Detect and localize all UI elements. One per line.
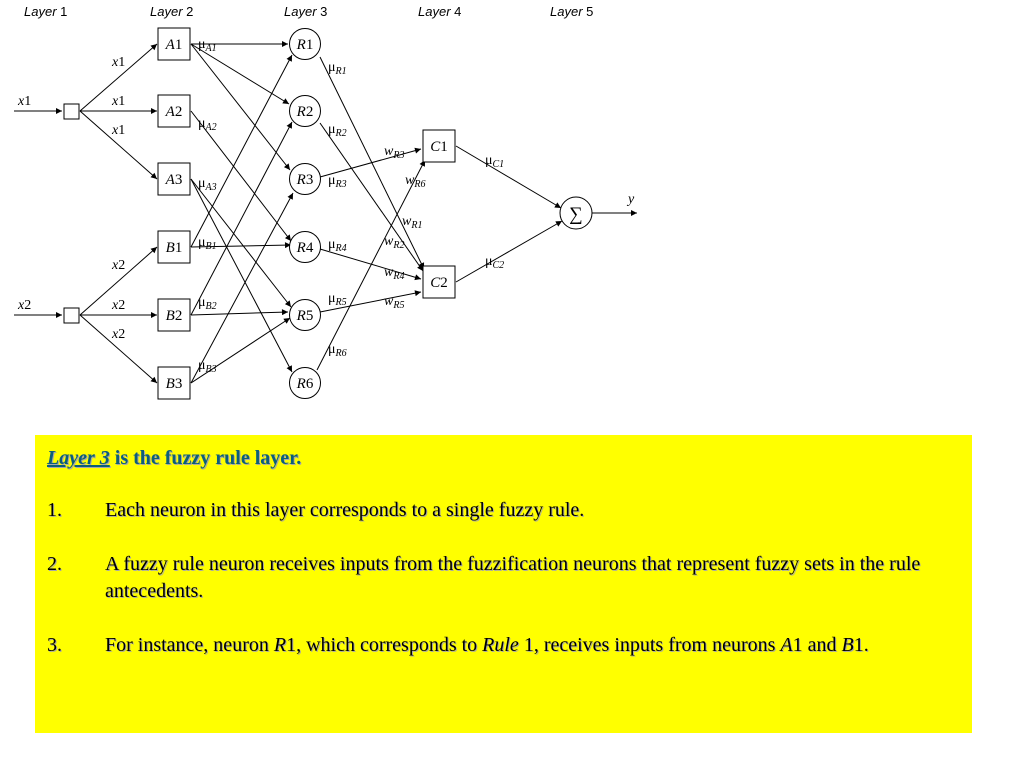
output-membership-neurons: C1 C2 <box>422 129 456 299</box>
explanation-heading: Layer 3 is the fuzzy rule layer. <box>47 447 302 469</box>
svg-text:wR4: wR4 <box>384 265 404 282</box>
rule-neurons: R1 R2 R3 R4 R5 R6 <box>289 28 321 399</box>
svg-text:x1: x1 <box>17 94 31 109</box>
svg-text:wR2: wR2 <box>384 234 404 251</box>
layer-4-header: Layer 4 <box>418 4 461 19</box>
svg-text:μR4: μR4 <box>328 237 347 254</box>
layer-1-header: Layer 1 <box>24 4 67 19</box>
svg-text:B1: B1 <box>166 240 183 256</box>
svg-text:B3: B3 <box>166 376 183 392</box>
input-layer: x1 x2 x1 x1 x1 x2 x2 x2 <box>14 43 158 384</box>
svg-text:μC1: μC1 <box>485 153 504 170</box>
layer2-to-layer3-connections <box>190 41 294 384</box>
sum-icon: ∑ <box>569 204 583 225</box>
layer3-to-layer4-connections <box>316 56 426 371</box>
svg-text:x1: x1 <box>111 55 125 70</box>
svg-text:A3: A3 <box>165 172 183 188</box>
fuzzy-network-diagram: Layer 1 Layer 2 Layer 3 Layer 4 Layer 5 … <box>14 4 637 400</box>
svg-text:x2: x2 <box>111 298 125 313</box>
svg-text:A2: A2 <box>165 104 183 120</box>
svg-text:C2: C2 <box>430 275 448 291</box>
svg-text:μR5: μR5 <box>328 291 347 308</box>
svg-text:wR1: wR1 <box>402 214 422 231</box>
layer-headers: Layer 1 Layer 2 Layer 3 Layer 4 Layer 5 <box>24 4 593 19</box>
membership-labels: μA1 μA2 μA3 μB1 μB2 μB3 <box>198 37 217 375</box>
input-node-x1 <box>63 103 80 120</box>
rule-and-weight-labels: μR1 μR2 μR3 μR4 μR5 μR6 wR3 wR6 wR1 wR2 … <box>328 60 425 359</box>
list-item: 1. Each neuron in this layer corresponds… <box>47 499 585 521</box>
svg-text:μR1: μR1 <box>328 60 347 77</box>
neuron-B3: B3 <box>157 366 191 400</box>
svg-text:wR6: wR6 <box>405 173 425 190</box>
explanation-box: Layer 3 is the fuzzy rule layer. 1. Each… <box>35 435 972 733</box>
svg-text:x1: x1 <box>111 94 125 109</box>
svg-text:wR3: wR3 <box>384 144 404 161</box>
sum-neuron: ∑ <box>559 196 593 230</box>
svg-text:x2: x2 <box>17 298 31 313</box>
neuron-R5: R5 <box>289 299 321 331</box>
svg-text:μB3: μB3 <box>198 358 217 375</box>
svg-text:R4: R4 <box>296 240 314 256</box>
layer-5-header: Layer 5 <box>550 4 593 19</box>
list-item: 2. A fuzzy rule neuron receives inputs f… <box>47 553 921 602</box>
svg-text:μC2: μC2 <box>485 254 504 271</box>
svg-text:μA2: μA2 <box>198 116 217 133</box>
svg-text:μB1: μB1 <box>198 235 217 252</box>
svg-text:R3: R3 <box>296 172 314 188</box>
neuron-R2: R2 <box>289 95 321 127</box>
layer-2-header: Layer 2 <box>150 4 193 19</box>
output-label-y: y <box>626 192 635 207</box>
svg-text:C1: C1 <box>430 139 448 155</box>
layer4-to-layer5-connections: μC1 μC2 y <box>455 145 637 283</box>
input-node-x2 <box>63 307 80 324</box>
svg-text:μR2: μR2 <box>328 122 347 139</box>
svg-text:μR6: μR6 <box>328 342 347 359</box>
neuron-C1: C1 <box>422 129 456 163</box>
neuron-B1: B1 <box>157 230 191 264</box>
svg-text:R2: R2 <box>296 104 314 120</box>
svg-text:μB2: μB2 <box>198 295 217 312</box>
neuron-C2: C2 <box>422 265 456 299</box>
svg-text:B2: B2 <box>166 308 183 324</box>
neuron-A2: A2 <box>157 94 191 128</box>
svg-text:A1: A1 <box>165 37 183 53</box>
layer-3-link[interactable]: Layer 3 <box>47 447 110 469</box>
layer-3-header: Layer 3 <box>284 4 327 19</box>
svg-text:wR5: wR5 <box>384 294 404 311</box>
neuron-A1: A1 <box>157 27 191 61</box>
neuron-R4: R4 <box>289 231 321 263</box>
fuzzification-neurons: A1 A2 A3 B1 B2 B3 <box>157 27 191 400</box>
neuron-A3: A3 <box>157 162 191 196</box>
svg-text:x2: x2 <box>111 327 125 342</box>
svg-text:R1: R1 <box>296 37 314 53</box>
svg-text:μA1: μA1 <box>198 37 217 54</box>
svg-text:R5: R5 <box>296 308 314 324</box>
neuron-R1: R1 <box>289 28 321 60</box>
neuron-R3: R3 <box>289 163 321 195</box>
svg-text:x1: x1 <box>111 123 125 138</box>
list-item: 3. For instance, neuron R1, which corres… <box>47 634 869 656</box>
svg-text:x2: x2 <box>111 258 125 273</box>
neuron-B2: B2 <box>157 298 191 332</box>
svg-text:μR3: μR3 <box>328 173 347 190</box>
svg-text:μA3: μA3 <box>198 176 217 193</box>
svg-text:R6: R6 <box>296 376 314 392</box>
neuron-R6: R6 <box>289 367 321 399</box>
